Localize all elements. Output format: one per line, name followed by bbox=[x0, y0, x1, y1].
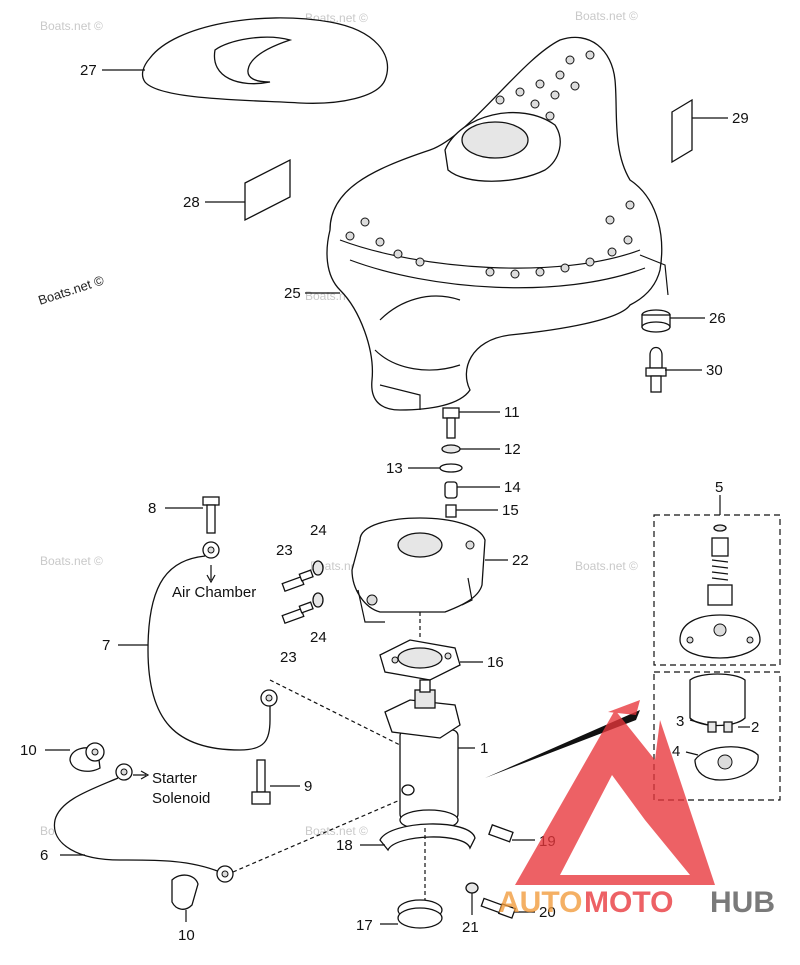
callout-label: 28 bbox=[183, 194, 200, 211]
starter-motor-part bbox=[384, 679, 461, 831]
callout-label: 24 bbox=[310, 629, 327, 646]
breather-fitting-part bbox=[645, 346, 667, 393]
watermark: Boats.net © bbox=[305, 824, 368, 838]
clamp-strap-part bbox=[379, 823, 514, 852]
callout-label: 22 bbox=[512, 552, 529, 569]
automotohub-logo: AUTO MOTO HUB bbox=[498, 700, 775, 919]
watermark: Boats.net © bbox=[36, 272, 106, 307]
note-starter: Starter bbox=[152, 770, 197, 787]
arrow-icon bbox=[206, 565, 216, 584]
callout-label: 27 bbox=[80, 62, 97, 79]
callout-label: 1 bbox=[480, 740, 488, 757]
callout-label: 8 bbox=[148, 500, 156, 517]
screw-part bbox=[202, 496, 220, 534]
callout-label: 7 bbox=[102, 637, 110, 654]
logo-triangle-inner bbox=[560, 775, 690, 875]
callout-label: 30 bbox=[706, 362, 723, 379]
callout-label: 21 bbox=[462, 919, 479, 936]
note-air-chamber: Air Chamber bbox=[172, 584, 256, 601]
note-solenoid: Solenoid bbox=[152, 790, 210, 807]
inset-pointer bbox=[485, 710, 640, 778]
callout-label: 5 bbox=[715, 479, 723, 496]
brush-holder-part bbox=[689, 673, 759, 781]
lock-washer-part bbox=[312, 592, 324, 608]
callout-label: 15 bbox=[502, 502, 519, 519]
logo-text-hub: HUB bbox=[710, 886, 775, 919]
callout-label: 6 bbox=[40, 847, 48, 864]
grommet-part bbox=[641, 309, 671, 333]
decal-part bbox=[244, 158, 291, 222]
flange-gasket-part bbox=[379, 639, 461, 681]
logo-text-moto: MOTO bbox=[584, 886, 673, 919]
callout-label: 4 bbox=[672, 743, 680, 760]
bolt-part bbox=[251, 759, 271, 805]
callout-label: 2 bbox=[751, 719, 759, 736]
starter-cable-part bbox=[53, 763, 234, 883]
rubber-boot-part bbox=[171, 874, 199, 910]
callout-label: 11 bbox=[504, 404, 520, 421]
bolt-part bbox=[281, 569, 314, 593]
callout-label: 13 bbox=[386, 460, 403, 477]
washer-part bbox=[439, 463, 463, 473]
callout-label: 25 bbox=[284, 285, 301, 302]
callout-label: 17 bbox=[356, 917, 373, 934]
nut-part bbox=[465, 882, 479, 894]
leader-lines bbox=[45, 69, 750, 925]
bushing-part bbox=[445, 504, 457, 518]
callout-label: 23 bbox=[276, 542, 293, 559]
crescent-pad-part bbox=[141, 17, 389, 104]
watermark: Boats.net © bbox=[40, 554, 103, 568]
flywheel-cover-part bbox=[326, 36, 669, 411]
inset-box-brushes bbox=[653, 671, 781, 801]
callout-label: 26 bbox=[709, 310, 726, 327]
callout-label: 23 bbox=[280, 649, 297, 666]
bolt-part bbox=[281, 601, 314, 625]
watermark: Boats.net © bbox=[575, 559, 638, 573]
callout-label: 24 bbox=[310, 522, 327, 539]
callout-label: 9 bbox=[304, 778, 312, 795]
callout-label: 10 bbox=[178, 927, 195, 944]
lock-washer-part bbox=[312, 560, 324, 576]
callout-label: 12 bbox=[504, 441, 521, 458]
lock-washer-part bbox=[441, 444, 461, 454]
callout-label: 3 bbox=[676, 713, 684, 730]
callout-label: 20 bbox=[539, 904, 556, 921]
bolt-part bbox=[480, 897, 517, 919]
sleeve-part bbox=[444, 481, 458, 499]
decal-part bbox=[671, 98, 693, 164]
arrow-icon bbox=[133, 770, 150, 780]
terminal-cap-part bbox=[69, 742, 105, 772]
watermark: Boats.net © bbox=[40, 19, 103, 33]
callout-label: 18 bbox=[336, 837, 353, 854]
callout-label: 14 bbox=[504, 479, 521, 496]
callout-label: 10 bbox=[20, 742, 37, 759]
inset-box-drive bbox=[653, 514, 781, 666]
band-part bbox=[397, 899, 443, 929]
logo-text-auto: AUTO bbox=[498, 886, 582, 919]
starter-drive-part bbox=[679, 524, 761, 659]
bolt-part bbox=[442, 407, 460, 439]
callout-label: 29 bbox=[732, 110, 749, 127]
starter-bracket-part bbox=[351, 517, 486, 623]
air-chamber-hose-part bbox=[147, 541, 278, 751]
callout-label: 16 bbox=[487, 654, 504, 671]
watermark: Boats.net © bbox=[575, 9, 638, 23]
